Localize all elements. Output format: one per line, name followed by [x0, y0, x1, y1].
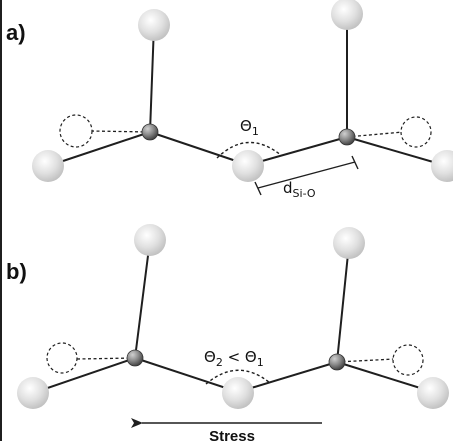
bond-length-label: dSi-O [283, 179, 316, 200]
oxygen-atom-bridge [232, 150, 264, 182]
bond-o-bridge-si2 [247, 136, 348, 166]
panel-a-label: a) [6, 20, 26, 45]
bond-si1-o-top [149, 24, 155, 133]
dashed-bond-right [346, 131, 404, 138]
bond-si1-o-left [47, 131, 151, 167]
angle-label-theta1: Θ1 [240, 117, 259, 138]
bond-length-marker [254, 155, 359, 196]
bond-si4-o-right [336, 361, 434, 393]
bond-si3-o-top [134, 239, 151, 359]
bond-si3-o-bridge [134, 357, 239, 393]
angle-label-theta2: Θ2 < Θ1 [204, 348, 264, 369]
angle-arc-theta2 [205, 369, 271, 385]
oxygen-atom-top-right [331, 0, 363, 30]
dashed-bond-right-b [336, 358, 396, 363]
bond-si1-o-bridge [149, 131, 249, 166]
panel-b: b) Θ2 < Θ1 Stress [6, 224, 449, 441]
bond-si2-o-right [346, 136, 448, 167]
angle-arc-theta1 [216, 141, 283, 159]
silicon-atom-left-b [126, 349, 144, 367]
oxygen-atom-top-right-b [333, 227, 365, 259]
oxygen-atom-top-left-b [134, 224, 166, 256]
ghost-atom-right [400, 116, 432, 148]
bond-si3-o-left [32, 357, 136, 394]
oxygen-atom-right-b [417, 377, 449, 409]
silicon-atom-left [141, 123, 159, 141]
ghost-atom-left-b [46, 342, 78, 374]
panel-a: a) Θ1 dSi-O [6, 0, 453, 200]
oxygen-atom-right [431, 150, 453, 182]
bond-o-bridge-si4 [237, 361, 338, 393]
oxygen-atom-top-left [138, 9, 170, 41]
ghost-atom-right-b [392, 344, 424, 376]
oxygen-atom-left-b [17, 377, 49, 409]
ghost-atom-left [59, 114, 93, 148]
silicon-atom-right [338, 128, 356, 146]
panel-b-label: b) [6, 259, 27, 284]
oxygen-atom-left [32, 150, 64, 182]
oxygen-atom-bridge-b [222, 377, 254, 409]
dashed-bond-left-b [76, 357, 136, 360]
bond-si4-o-top [336, 243, 350, 363]
dashed-bond-left [90, 130, 151, 133]
silicon-atom-right-b [328, 353, 346, 371]
stress-label: Stress [209, 428, 255, 441]
